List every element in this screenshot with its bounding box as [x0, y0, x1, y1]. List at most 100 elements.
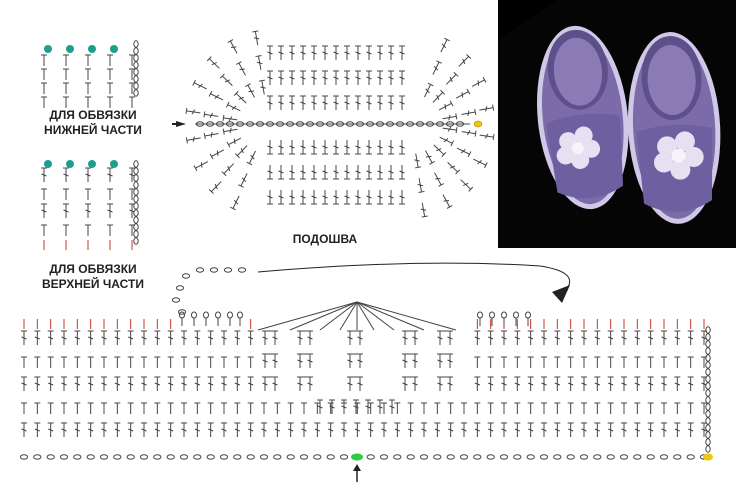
- sole-stitch: [332, 45, 340, 61]
- decrease-stitch: [296, 330, 304, 346]
- decrease-stitch: [346, 330, 354, 346]
- arrow-up-icon: [353, 464, 361, 471]
- sole-stitch: [478, 131, 495, 141]
- sole-stitch: [321, 164, 329, 180]
- turning-chain-stitch: [705, 361, 711, 369]
- double-crochet-stitch: [127, 376, 135, 392]
- double-crochet-stitch: [593, 376, 601, 392]
- double-crochet-stitch: [113, 422, 121, 438]
- double-crochet-stitch: [273, 402, 281, 415]
- double-crochet-stitch: [620, 356, 628, 369]
- sole-stitch: [277, 139, 285, 155]
- sole-stitch: [387, 189, 395, 205]
- chain-stitch: [193, 454, 202, 460]
- lower-edging-sample: [40, 40, 139, 109]
- sole-stitch: [365, 189, 373, 205]
- double-crochet-stitch: [167, 356, 175, 369]
- sole-stitch: [266, 95, 274, 111]
- sole-stitch: [277, 189, 285, 205]
- legend-stitch: [62, 82, 70, 95]
- double-crochet-stitch: [127, 422, 135, 438]
- chain-stitch: [499, 454, 509, 460]
- main-stitch-grid: [19, 267, 711, 460]
- decrease-stitch: [411, 376, 419, 392]
- double-crochet-stitch: [100, 402, 108, 415]
- double-crochet-stitch: [687, 402, 695, 415]
- sole-stitch: [221, 160, 237, 177]
- sole-stitch: [398, 70, 406, 86]
- legend-stitch: [84, 167, 92, 183]
- sole-stitch: [332, 164, 340, 180]
- decrease-stitch: [436, 353, 444, 369]
- sole-stitch: [415, 177, 425, 193]
- decrease-stitch: [436, 376, 444, 392]
- double-crochet-stitch: [33, 356, 41, 369]
- double-crochet-stitch: [60, 402, 68, 415]
- double-crochet-stitch: [673, 422, 681, 438]
- double-crochet-stitch: [633, 422, 641, 438]
- double-crochet-stitch: [353, 422, 361, 438]
- double-crochet-stitch: [353, 402, 361, 415]
- sole-stitch: [354, 139, 362, 155]
- sole-stitch: [460, 108, 477, 118]
- double-crochet-stitch: [660, 422, 668, 438]
- decrease-stitch: [261, 376, 269, 392]
- sole-stitch: [222, 125, 239, 136]
- double-crochet-stitch: [180, 422, 188, 438]
- double-crochet-stitch: [33, 330, 41, 346]
- sole-stitch: [288, 189, 296, 205]
- bead-icon: [66, 160, 74, 168]
- double-crochet-stitch: [140, 402, 148, 415]
- decrease-stitch: [271, 376, 279, 392]
- double-crochet-stitch: [153, 422, 161, 438]
- chain-stitch: [299, 454, 309, 460]
- sole-stitch: [299, 164, 307, 180]
- double-crochet-stitch: [460, 422, 468, 438]
- sole-stitch: [439, 192, 453, 209]
- chain-stitch: [686, 454, 695, 460]
- double-crochet-stitch: [687, 376, 695, 392]
- sole-stitch: [354, 189, 362, 205]
- chain-stitch: [593, 454, 602, 460]
- double-crochet-stitch: [127, 330, 135, 346]
- chain-stitch: [219, 454, 229, 460]
- picot-stitch: [237, 311, 243, 327]
- chain-stitch: [326, 454, 335, 460]
- legend-stitch: [106, 96, 114, 109]
- double-crochet-stitch: [140, 376, 148, 392]
- sole-stitch: [460, 128, 477, 138]
- double-crochet-stitch: [113, 356, 121, 369]
- sole-stitch: [343, 70, 351, 86]
- sole-stitch: [185, 107, 202, 117]
- legend-stitch: [106, 167, 114, 183]
- sole-stitch: [203, 110, 220, 120]
- sole-stitch: [398, 164, 406, 180]
- chain-stitch: [223, 267, 233, 273]
- double-crochet-stitch: [87, 356, 95, 369]
- double-crochet-stitch: [607, 330, 615, 346]
- fan-line: [339, 301, 358, 331]
- turning-chain-stitch: [705, 382, 711, 390]
- turning-chain-stitch: [133, 82, 139, 90]
- turning-chain-stitch: [133, 47, 139, 55]
- double-crochet-stitch: [247, 330, 255, 346]
- double-crochet-stitch: [47, 422, 55, 438]
- chain-stitch: [379, 454, 389, 460]
- decrease-stitch: [446, 353, 454, 369]
- double-crochet-stitch: [193, 376, 201, 392]
- double-crochet-stitch: [647, 376, 655, 392]
- double-crochet-stitch: [687, 422, 695, 438]
- double-crochet-stitch: [660, 330, 668, 346]
- sole-stitch: [208, 90, 225, 104]
- sole-stitch: [277, 70, 285, 86]
- decrease-stitch: [411, 330, 419, 346]
- turning-chain-stitch: [133, 89, 139, 97]
- decrease-stitch: [296, 376, 304, 392]
- fan-line: [319, 301, 358, 331]
- chain-stitch: [206, 454, 215, 460]
- sole-stitch: [332, 189, 340, 205]
- double-crochet-stitch: [553, 422, 561, 438]
- double-crochet-stitch: [207, 376, 215, 392]
- double-crochet-stitch: [380, 422, 388, 438]
